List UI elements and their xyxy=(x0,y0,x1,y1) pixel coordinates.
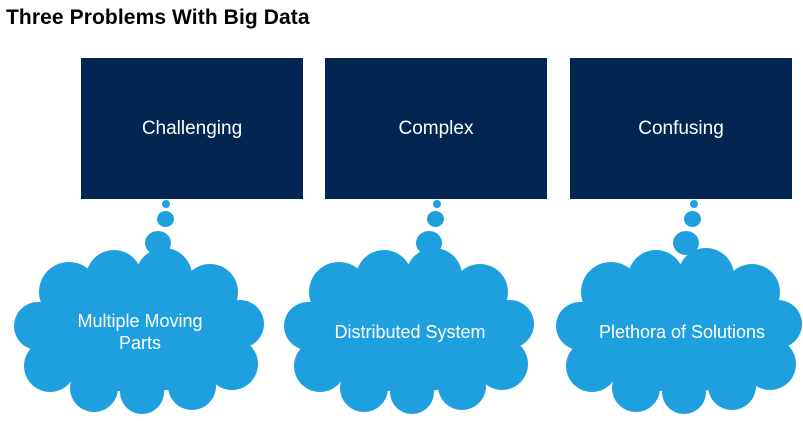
cloud-multiple-moving-parts: Multiple Moving Parts xyxy=(14,248,266,414)
problem-label: Confusing xyxy=(638,117,724,139)
cloud-distributed-system: Distributed System xyxy=(284,248,536,414)
thought-bubble-small xyxy=(690,200,698,208)
cloud-shape xyxy=(14,248,264,414)
problem-label: Challenging xyxy=(141,117,243,139)
problem-label: Complex xyxy=(398,117,474,139)
cloud-shape xyxy=(284,248,534,414)
cloud-shape xyxy=(556,248,802,414)
diagram-title: Three Problems With Big Data xyxy=(6,6,310,29)
problem-box-challenging: Challenging xyxy=(81,58,303,199)
cloud-label: Multiple Moving Parts xyxy=(77,311,203,353)
problem-box-confusing: Confusing xyxy=(570,58,792,199)
thought-bubble-medium xyxy=(427,211,444,227)
thought-bubble-small xyxy=(433,200,441,208)
thought-bubble-small xyxy=(162,200,170,208)
cloud-label: Distributed System xyxy=(334,322,486,342)
cloud-label: Plethora of Solutions xyxy=(598,322,766,342)
cloud-plethora-of-solutions: Plethora of Solutions xyxy=(556,248,803,414)
thought-bubble-medium xyxy=(684,211,701,227)
problem-box-complex: Complex xyxy=(325,58,547,199)
thought-bubble-medium xyxy=(157,211,174,227)
